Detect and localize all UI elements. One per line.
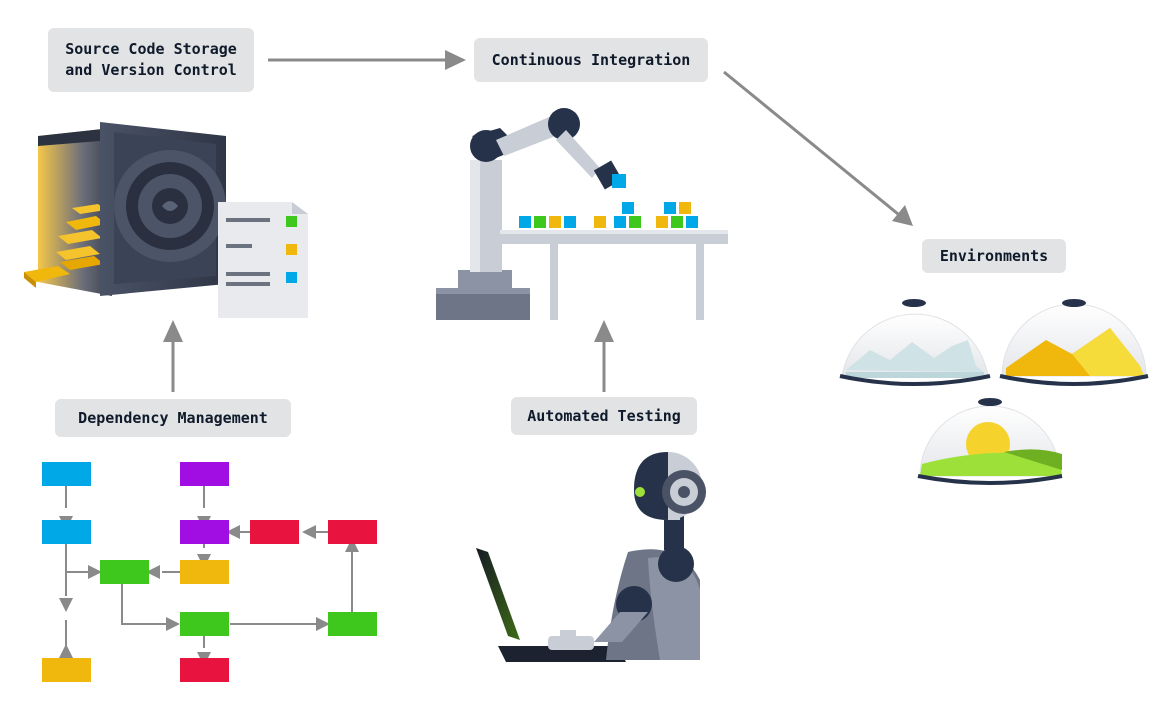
arrow-source-to-ci — [268, 50, 466, 70]
dep-node — [180, 560, 229, 584]
dep-node — [100, 560, 149, 584]
automated-testing-label: Automated Testing — [511, 397, 697, 435]
dep-node — [42, 520, 91, 544]
document-icon — [218, 202, 308, 318]
arrow-ci-to-environments — [723, 70, 913, 226]
robot-arm-illustration — [436, 108, 728, 320]
environment-dome-desert — [999, 299, 1149, 386]
arrow-testing-to-ci — [594, 320, 614, 392]
dep-node — [42, 462, 91, 486]
source-control-label: Source Code Storage and Version Control — [48, 28, 254, 92]
dep-node — [328, 520, 377, 544]
vault-illustration — [24, 122, 308, 318]
gold-bars — [24, 204, 106, 288]
continuous-integration-label: Continuous Integration — [474, 38, 708, 82]
dep-node — [180, 658, 229, 682]
dep-node — [180, 612, 229, 636]
environment-dome-mountains — [839, 299, 991, 386]
environments-label: Environments — [922, 239, 1066, 273]
environment-dome-meadow — [917, 398, 1063, 485]
testing-robot-illustration — [476, 452, 706, 662]
conveyor-boxes — [519, 202, 698, 228]
dep-node — [328, 612, 377, 636]
dep-node — [180, 462, 229, 486]
dependency-management-label: Dependency Management — [55, 399, 291, 437]
dependency-graph — [42, 462, 377, 682]
dep-node — [250, 520, 299, 544]
dep-node — [42, 658, 91, 682]
dep-node — [180, 520, 229, 544]
arrow-dependency-to-source — [163, 320, 183, 392]
